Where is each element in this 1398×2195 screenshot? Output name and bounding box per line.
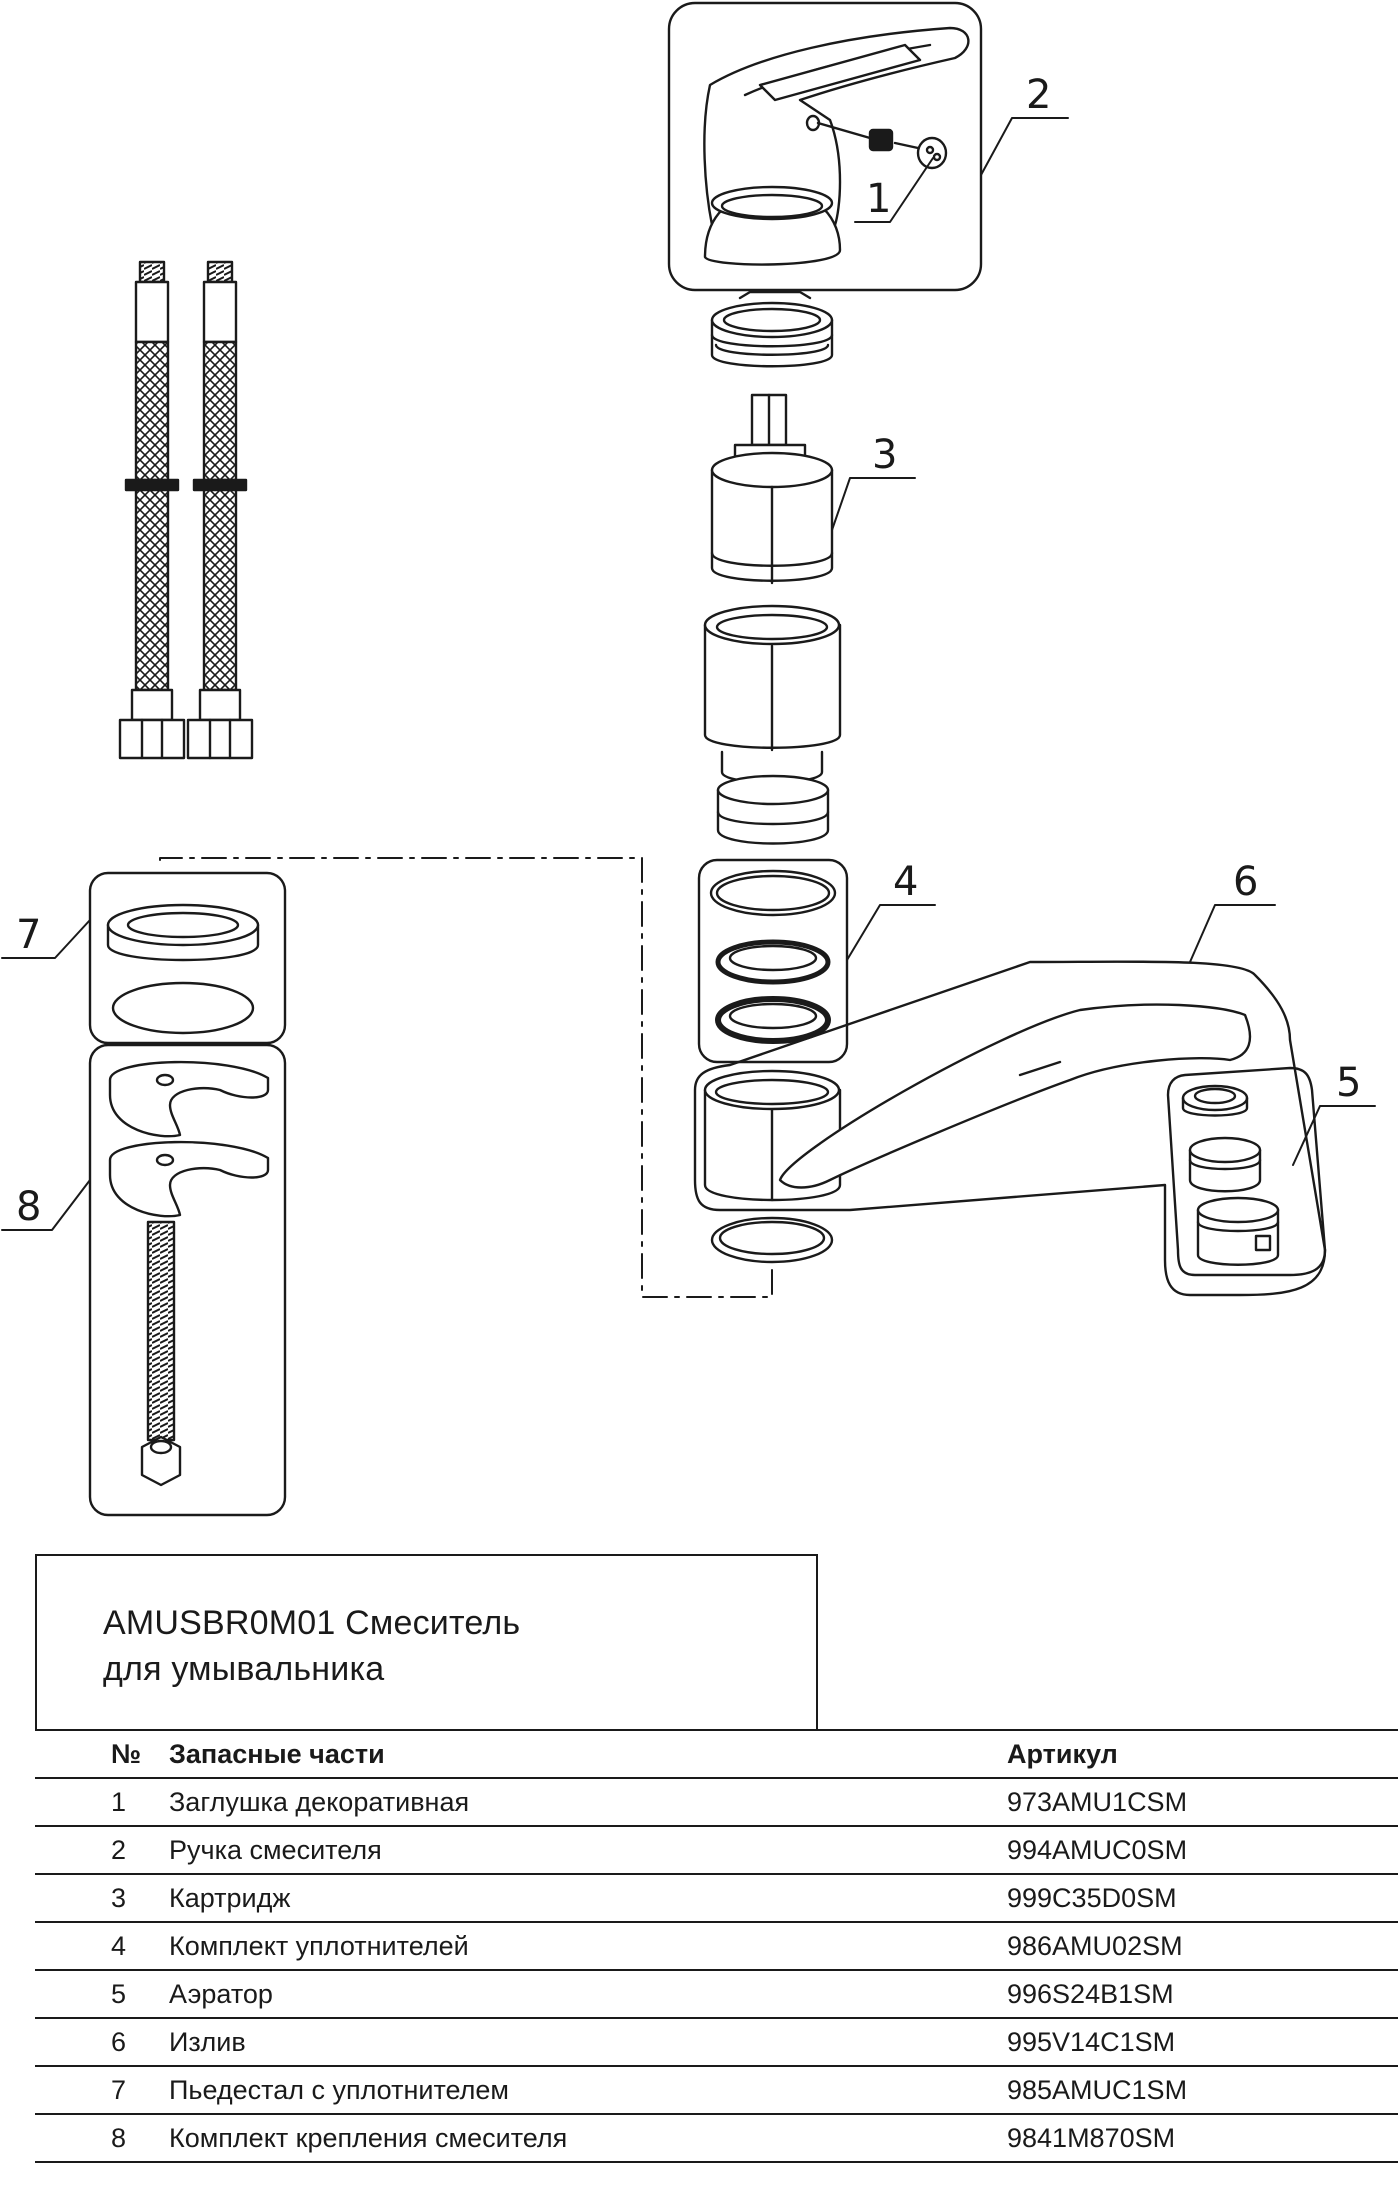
leader-7 xyxy=(1,919,91,959)
callout-2: 2 xyxy=(1026,72,1051,118)
group-box-spout xyxy=(693,960,1327,1297)
cap-part xyxy=(703,185,842,266)
callout-3: 3 xyxy=(872,432,897,478)
document-title: AMUSBR0M01 Смеситель для умывальника xyxy=(103,1600,520,1692)
row-num: 5 xyxy=(35,1969,169,2019)
row-part-name: Заглушка декоративная xyxy=(169,1777,1007,1827)
leader-4 xyxy=(846,904,936,961)
row-article: 999C35D0SM xyxy=(1007,1873,1398,1923)
sleeve-part xyxy=(703,604,842,845)
callout-1: 1 xyxy=(866,176,891,222)
row-part-name: Картридж xyxy=(169,1873,1007,1923)
row-article: 986AMU02SM xyxy=(1007,1921,1398,1971)
leader-2 xyxy=(980,117,1069,176)
row-part-name: Комплект уплотнителей xyxy=(169,1921,1007,1971)
plug-part xyxy=(816,121,948,170)
row-article: 995V14C1SM xyxy=(1007,2017,1398,2067)
row-part-name: Ручка смесителя xyxy=(169,1825,1007,1875)
row-num: 8 xyxy=(35,2113,169,2163)
exploded-view-diagram: 1 2 3 4 5 6 7 8 xyxy=(1,1,1376,1517)
title-line-2: для умывальника xyxy=(103,1650,385,1688)
group-box-aerator xyxy=(1166,1066,1327,1277)
header-num: № xyxy=(35,1729,169,1779)
title-line-1: AMUSBR0M01 Смеситель xyxy=(103,1604,521,1642)
flexible-hoses xyxy=(118,260,254,760)
header-article: Артикул xyxy=(1007,1729,1398,1779)
retaining-nut-part xyxy=(710,290,834,368)
row-num: 3 xyxy=(35,1873,169,1923)
base-seal-ring xyxy=(710,1216,834,1264)
row-num: 7 xyxy=(35,2065,169,2115)
fastening-parts xyxy=(108,1060,270,1487)
row-article: 985AMUC1SM xyxy=(1007,2065,1398,2115)
header-name: Запасные части xyxy=(169,1729,1007,1779)
row-part-name: Излив xyxy=(169,2017,1007,2067)
callout-4: 4 xyxy=(893,859,918,905)
group-box-pedestal xyxy=(88,871,287,1045)
callout-6: 6 xyxy=(1233,859,1258,905)
row-num: 2 xyxy=(35,1825,169,1875)
callout-8: 8 xyxy=(16,1184,41,1230)
row-article: 9841M870SM xyxy=(1007,2113,1398,2163)
leader-5 xyxy=(1292,1105,1376,1166)
handle-part xyxy=(703,26,970,227)
aerator-parts xyxy=(1181,1084,1280,1266)
title-box: AMUSBR0M01 Смеситель для умывальника xyxy=(35,1554,818,1729)
group-box-handle xyxy=(667,1,983,292)
cartridge-part xyxy=(710,393,834,585)
leader-3 xyxy=(831,477,916,531)
leader-6 xyxy=(1189,904,1276,963)
row-part-name: Аэратор xyxy=(169,1969,1007,2019)
leader-1 xyxy=(854,157,934,223)
seal-rings xyxy=(709,869,837,1044)
row-article: 994AMUC0SM xyxy=(1007,1825,1398,1875)
callout-7: 7 xyxy=(16,912,41,958)
row-article: 973AMU1CSM xyxy=(1007,1777,1398,1827)
callout-5: 5 xyxy=(1336,1060,1361,1106)
pedestal-parts xyxy=(106,903,260,1035)
group-box-seals xyxy=(697,858,849,1064)
row-part-name: Пьедестал с уплотнителем xyxy=(169,2065,1007,2115)
spout-part xyxy=(703,1003,1252,1202)
group-box-fastening xyxy=(88,1043,287,1517)
row-article: 996S24B1SM xyxy=(1007,1969,1398,2019)
leader-8 xyxy=(1,1179,91,1231)
row-num: 6 xyxy=(35,2017,169,2067)
table-header-row: № Запасные части Артикул xyxy=(35,1729,1398,1779)
row-num: 1 xyxy=(35,1777,169,1827)
assembly-axis-line xyxy=(159,857,773,1298)
row-part-name: Комплект крепления смесителя xyxy=(169,2113,1007,2163)
row-num: 4 xyxy=(35,1921,169,1971)
